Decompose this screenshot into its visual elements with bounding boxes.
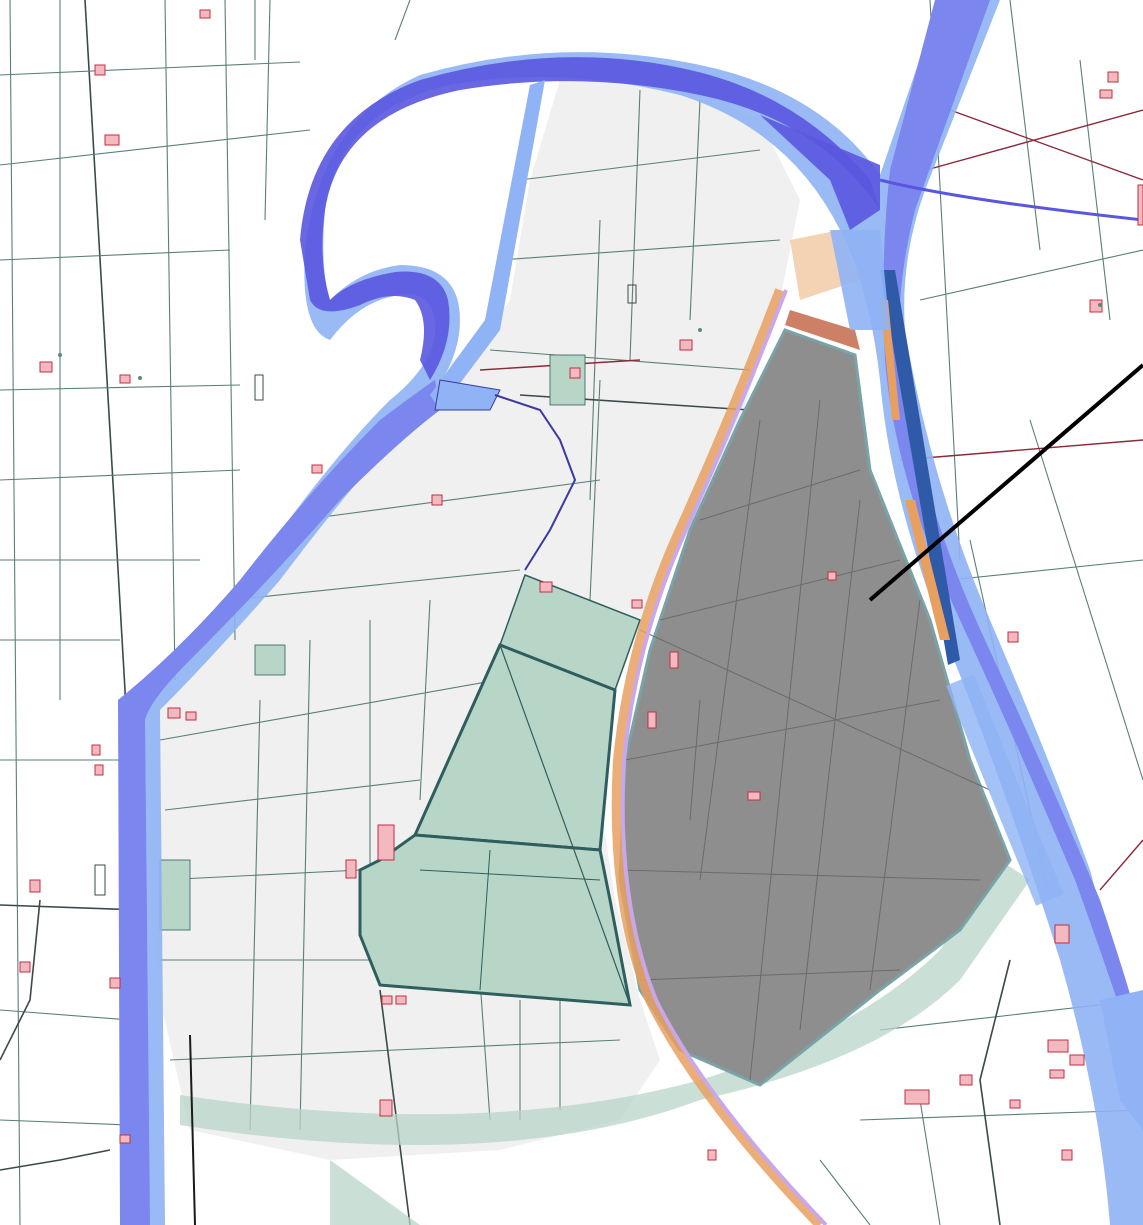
river [118,0,1143,1225]
leader-line [868,363,1143,602]
highlighted-area [618,328,1012,1087]
admin-boundary [0,394,577,1225]
green-zones [159,354,641,1007]
buildings [19,9,1143,1161]
green-buffer-zone [180,860,1030,1225]
